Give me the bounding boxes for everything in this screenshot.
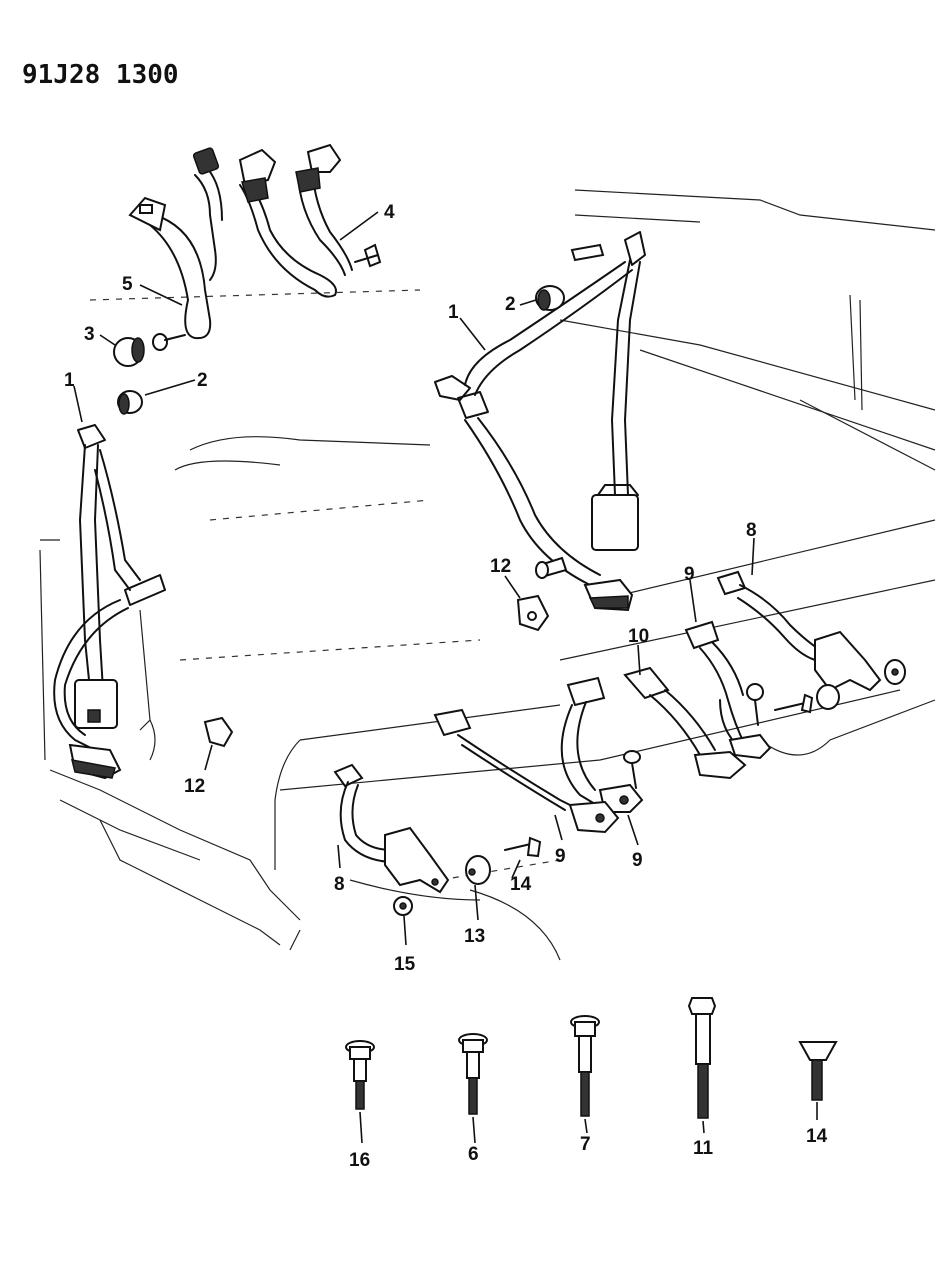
anchor-plates-12	[203, 594, 550, 748]
vehicle-outline	[39, 189, 936, 961]
callout-3: 3	[84, 324, 95, 345]
callout-12-left: 12	[184, 776, 205, 797]
callout-9-right: 9	[632, 850, 643, 871]
belt-assembly-5	[128, 147, 223, 340]
callout-9-mid: 9	[555, 846, 566, 867]
callout-8-right: 8	[746, 520, 757, 541]
left-belt-assembly-1	[53, 424, 166, 780]
callout-15: 15	[394, 954, 416, 975]
callout-10: 10	[628, 626, 649, 647]
callout-7: 7	[580, 1134, 591, 1155]
bolts-row	[345, 997, 838, 1119]
left-lap-belt-8	[333, 763, 542, 916]
belt-assembly-4	[238, 143, 382, 298]
callout-12-right: 12	[490, 556, 511, 577]
left-caps	[113, 333, 186, 415]
callout-1-right: 1	[448, 302, 459, 323]
callout-9-top: 9	[684, 564, 695, 585]
callout-4: 4	[384, 202, 395, 223]
callout-8-left: 8	[334, 874, 345, 895]
callout-6: 6	[468, 1144, 479, 1165]
callout-2-right: 2	[505, 294, 516, 315]
callout-labels: 1 2 3 5 4 1 2 12 12 8 9 10 9 9 8 13 14 1…	[64, 202, 828, 1171]
callout-13: 13	[464, 926, 485, 947]
callout-16: 16	[349, 1150, 370, 1171]
right-belt-assembly-1	[434, 231, 646, 612]
callout-1-left: 1	[64, 370, 75, 391]
callout-14-mid: 14	[510, 874, 532, 895]
diagram-code: 91J28 1300	[22, 60, 179, 90]
right-lap-belts	[433, 570, 906, 834]
callout-14-bottom: 14	[806, 1126, 828, 1147]
callout-5: 5	[122, 274, 133, 295]
callout-2-left: 2	[197, 370, 208, 391]
callout-11: 11	[693, 1138, 714, 1159]
leader-lines	[73, 211, 818, 1144]
